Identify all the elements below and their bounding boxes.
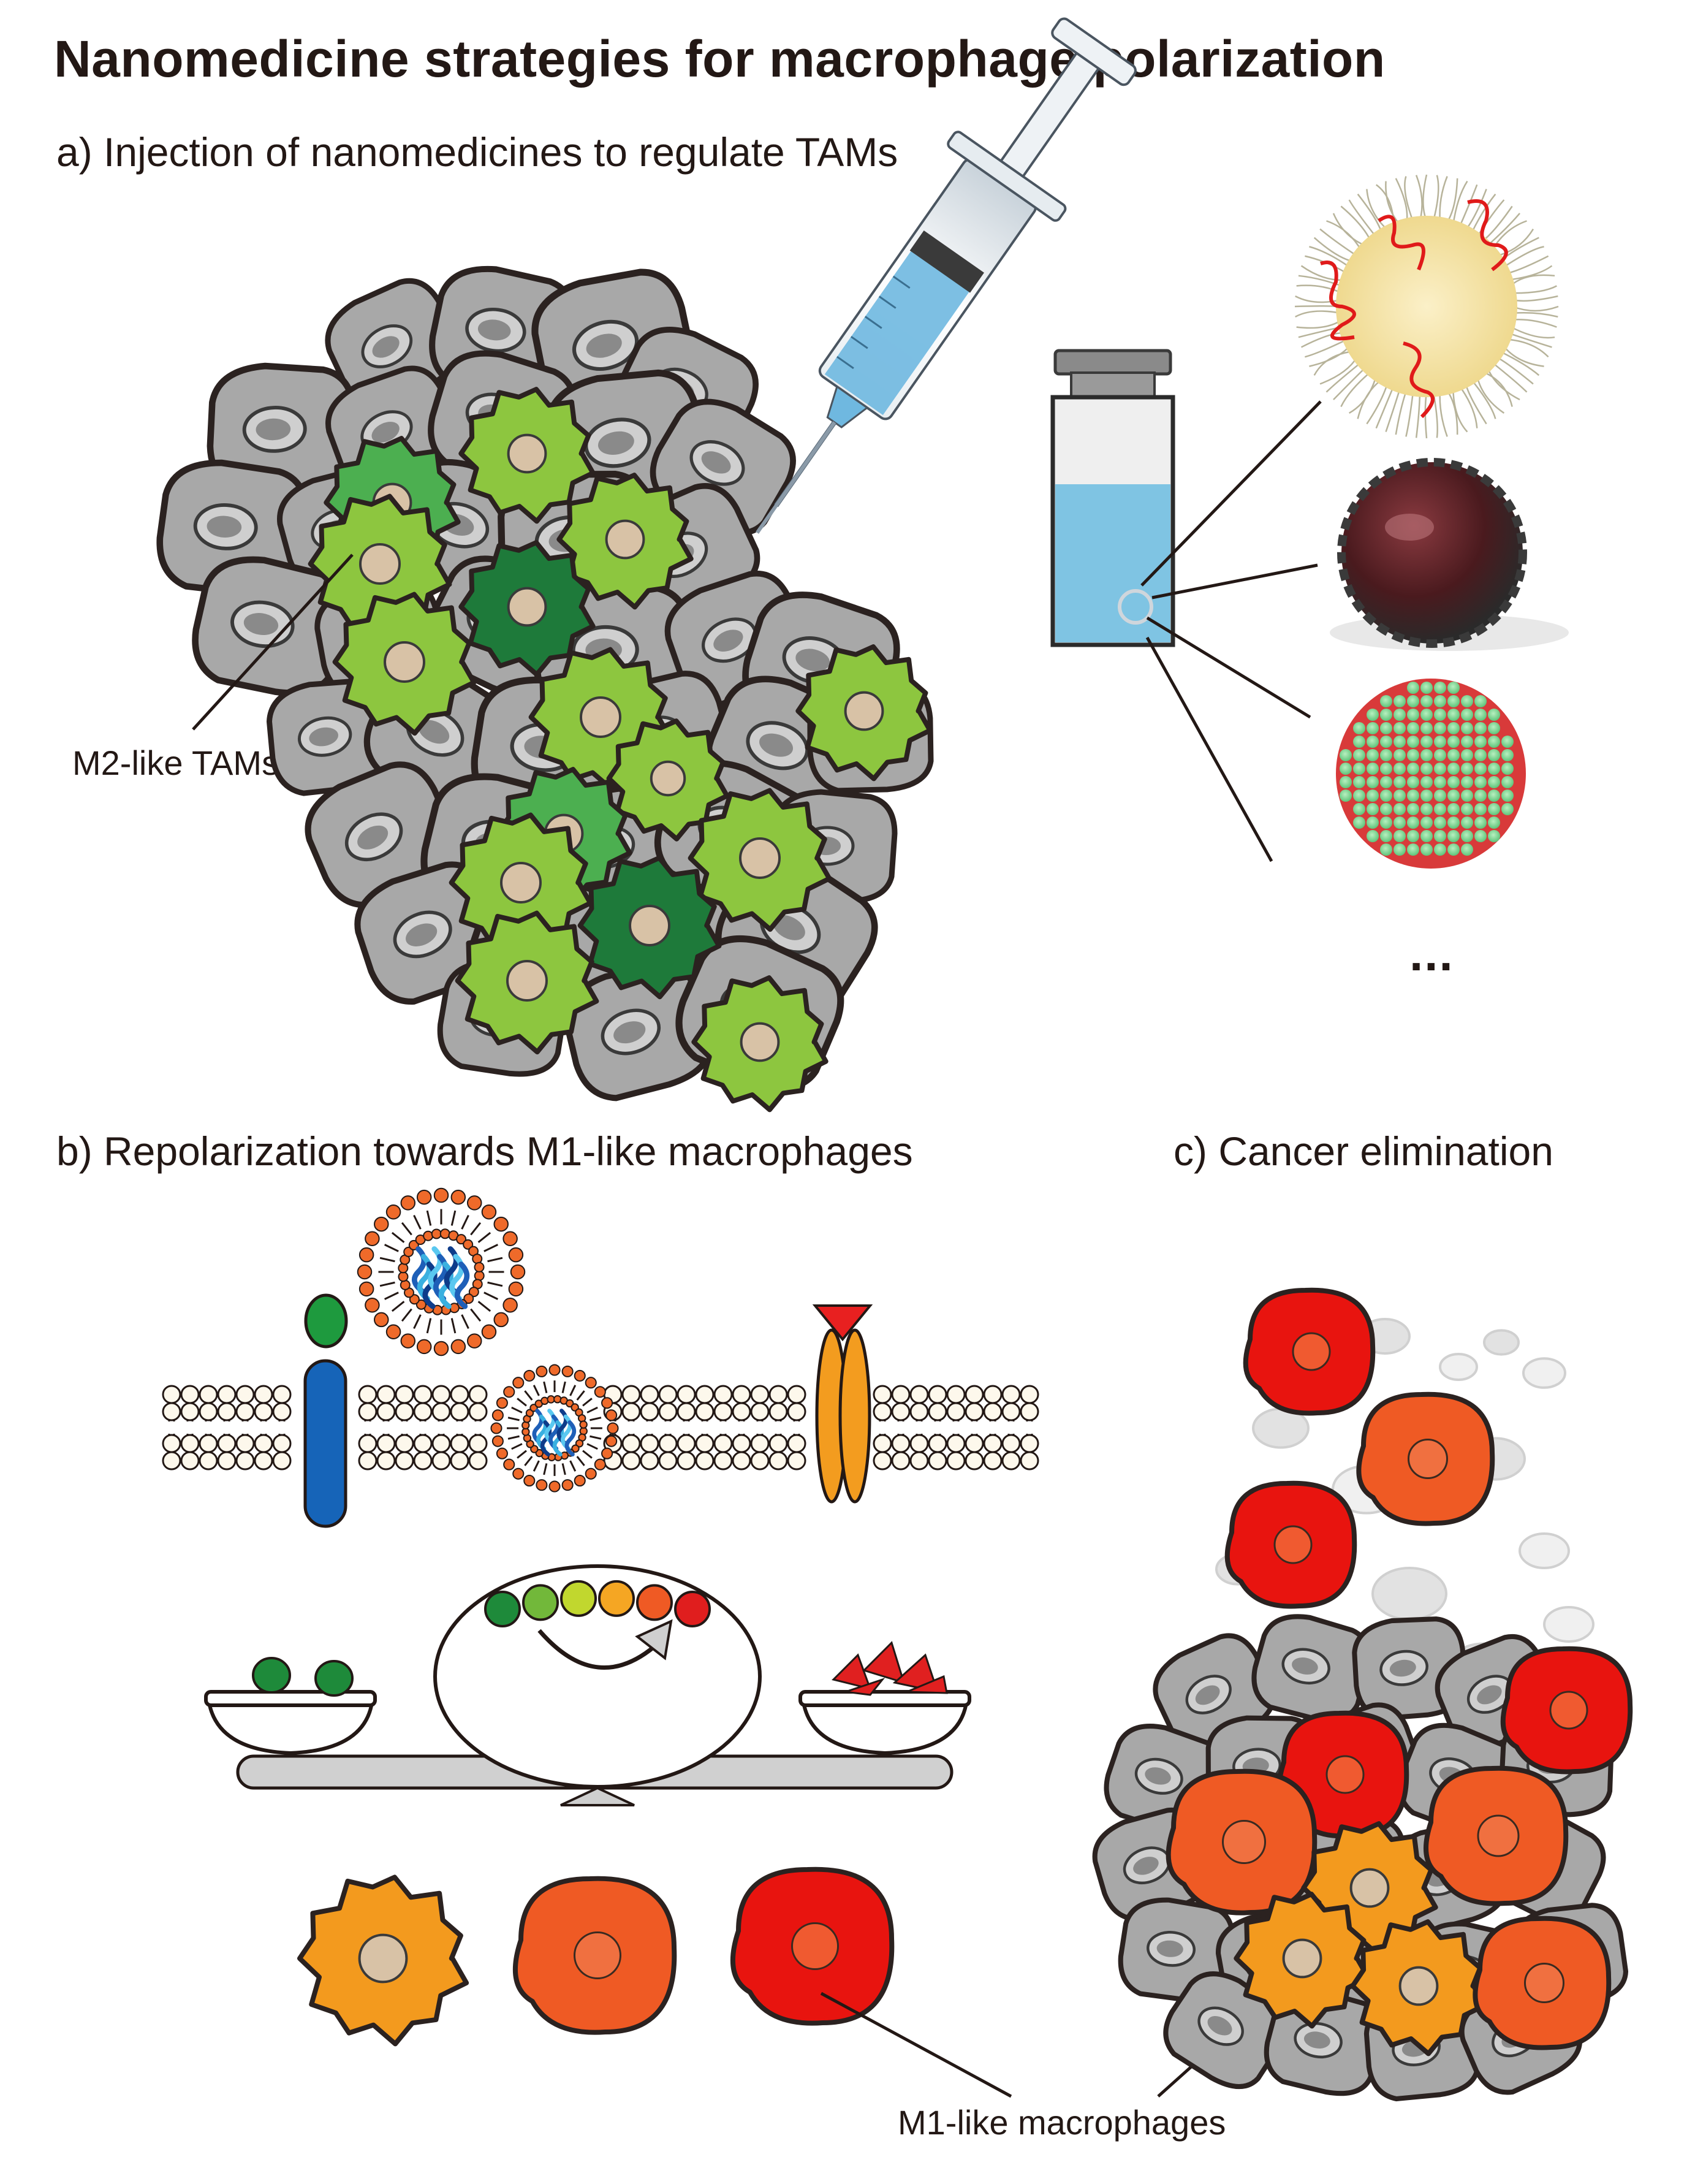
tumor-mass — [156, 265, 934, 1113]
macrophage-m1-redorange — [1356, 1391, 1495, 1526]
m1-label-pointer-left — [820, 1992, 1012, 2098]
macrophage-m1-orange — [1350, 1919, 1487, 2057]
debris-fragment — [1439, 1353, 1478, 1381]
gradient-bead — [598, 1580, 635, 1617]
macrophage-m2 — [455, 910, 599, 1055]
macrophage-m1-red — [730, 1866, 895, 2026]
m2-bead-icon — [314, 1660, 354, 1697]
debris-fragment — [1522, 1357, 1566, 1389]
macrophage-m2 — [691, 975, 829, 1113]
m1-macrophages-row — [297, 1866, 895, 2047]
macrophage-m2 — [606, 718, 730, 842]
tumor-cell — [1251, 1614, 1371, 1722]
gradient-bead — [674, 1591, 711, 1627]
liposome-in-membrane-icon — [490, 1364, 619, 1493]
tumor-cell — [207, 362, 357, 497]
panel-c-title: c) Cancer elimination — [1174, 1128, 1553, 1174]
figure-title: Nanomedicine strategies for macrophage p… — [54, 30, 1386, 88]
m1-triangles-icon — [832, 1641, 948, 1696]
m2-bead-icon — [252, 1657, 291, 1694]
panel-b-title: b) Repolarization towards M1-like macrop… — [56, 1128, 913, 1174]
gradient-bead — [560, 1580, 597, 1617]
nanomedicine-pointers — [1140, 400, 1322, 862]
debris-fragment — [1543, 1606, 1595, 1643]
m1-macrophages-attacking — [1166, 1287, 1633, 2057]
gradient-bead — [522, 1584, 559, 1621]
debris-fragment — [1483, 1329, 1520, 1356]
tumor-cell — [1163, 1971, 1288, 2090]
tumor-cell — [305, 761, 458, 908]
macrophage-m2 — [458, 387, 596, 524]
polarization-gradient — [484, 1580, 711, 1627]
macrophage-m1-redorange — [1473, 1916, 1612, 2050]
macrophage-m1-red — [1500, 1646, 1633, 1775]
macrophage-m2 — [577, 855, 722, 1000]
receptor-orange-icon — [812, 1304, 873, 1504]
syringe-icon — [756, 17, 1137, 534]
macrophage-m2 — [332, 592, 477, 736]
polymer-nanoparticle-icon — [1294, 174, 1559, 439]
macrophage-m2 — [556, 473, 694, 610]
tumor-cell — [563, 961, 713, 1102]
receptor-blue-icon — [303, 1293, 348, 1528]
macrophage-m1-red — [1243, 1287, 1376, 1416]
vial-icon — [1050, 349, 1175, 647]
macrophage-m2 — [458, 540, 596, 677]
cell-membrane — [162, 1385, 1039, 1471]
macrophage-m1-orange — [1234, 1892, 1371, 2029]
gradient-bead — [636, 1584, 673, 1621]
macrophage-m2 — [688, 788, 832, 932]
liposome-icon — [357, 1187, 526, 1356]
polarization-balance-icon — [204, 1564, 971, 1806]
m2-label-pointer — [192, 554, 354, 731]
macrophage-m1-red — [1224, 1480, 1357, 1609]
debris-fragment — [1371, 1567, 1447, 1621]
micelle-nanoparticle-icon — [1336, 679, 1526, 869]
panel-a-title: a) Injection of nanomedicines to regulat… — [56, 129, 898, 175]
m2-tams-label: M2-like TAMs — [72, 744, 279, 782]
macrophage-m1-redorange — [512, 1876, 677, 2035]
more-nanomedicines-ellipsis: ... — [1409, 926, 1454, 981]
dark-nanoparticle-icon — [1330, 458, 1569, 651]
debris-fragment — [1519, 1532, 1570, 1569]
gradient-bead — [484, 1591, 521, 1627]
macrophage-m1-redorange — [1424, 1765, 1569, 1906]
macrophage-m2 — [795, 644, 933, 782]
macrophage-m1-redorange — [1166, 1768, 1318, 1916]
m1-macrophages-label: M1-like macrophages — [898, 2103, 1226, 2142]
macrophage-m1-orange — [297, 1874, 469, 2047]
